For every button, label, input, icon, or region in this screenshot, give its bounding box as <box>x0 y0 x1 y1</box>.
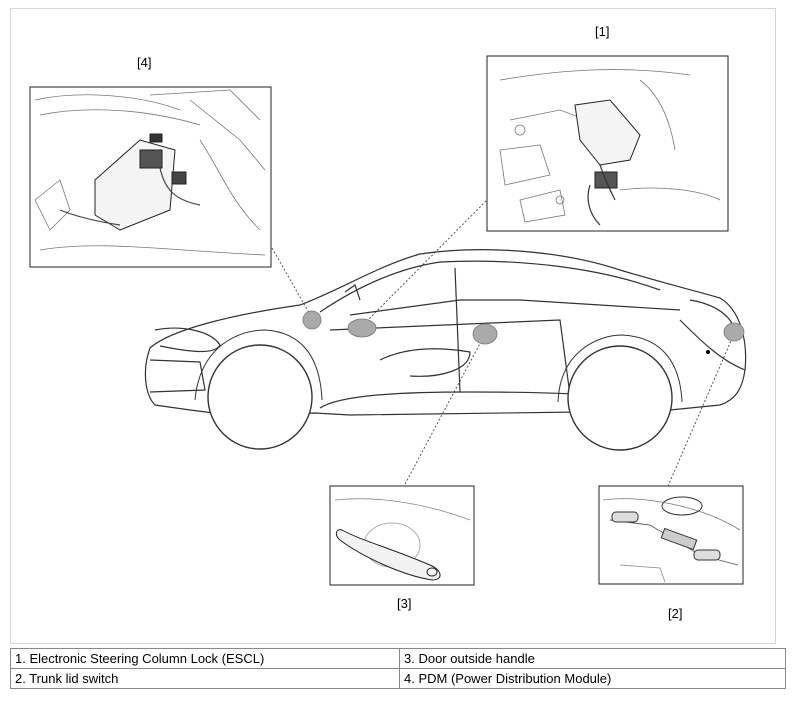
callout-1: [1] <box>595 24 610 39</box>
legend-item-door-handle: 3. Door outside handle <box>399 648 786 669</box>
leader-lines <box>271 197 735 487</box>
legend-item-pdm: 4. PDM (Power Distribution Module) <box>399 668 786 689</box>
callout-4: [4] <box>137 55 152 70</box>
legend-row: 1. Electronic Steering Column Lock (ESCL… <box>10 648 786 669</box>
legend-item-escl: 1. Electronic Steering Column Lock (ESCL… <box>10 648 400 669</box>
trunk-switch-dot <box>706 350 710 354</box>
door-handle-detail-box <box>329 485 475 586</box>
location-markers <box>302 310 745 345</box>
callout-3: [3] <box>397 596 412 611</box>
wheels <box>194 329 683 451</box>
callout-2: [2] <box>668 606 683 621</box>
car-outline <box>144 249 747 416</box>
legend-table: 1. Electronic Steering Column Lock (ESCL… <box>10 648 786 689</box>
trunk-switch-detail-box <box>598 485 744 585</box>
pdm-detail-box <box>29 86 272 268</box>
legend-row: 2. Trunk lid switch 4. PDM (Power Distri… <box>10 668 786 689</box>
escl-detail-box <box>486 55 729 232</box>
legend-item-trunk-switch: 2. Trunk lid switch <box>10 668 400 689</box>
